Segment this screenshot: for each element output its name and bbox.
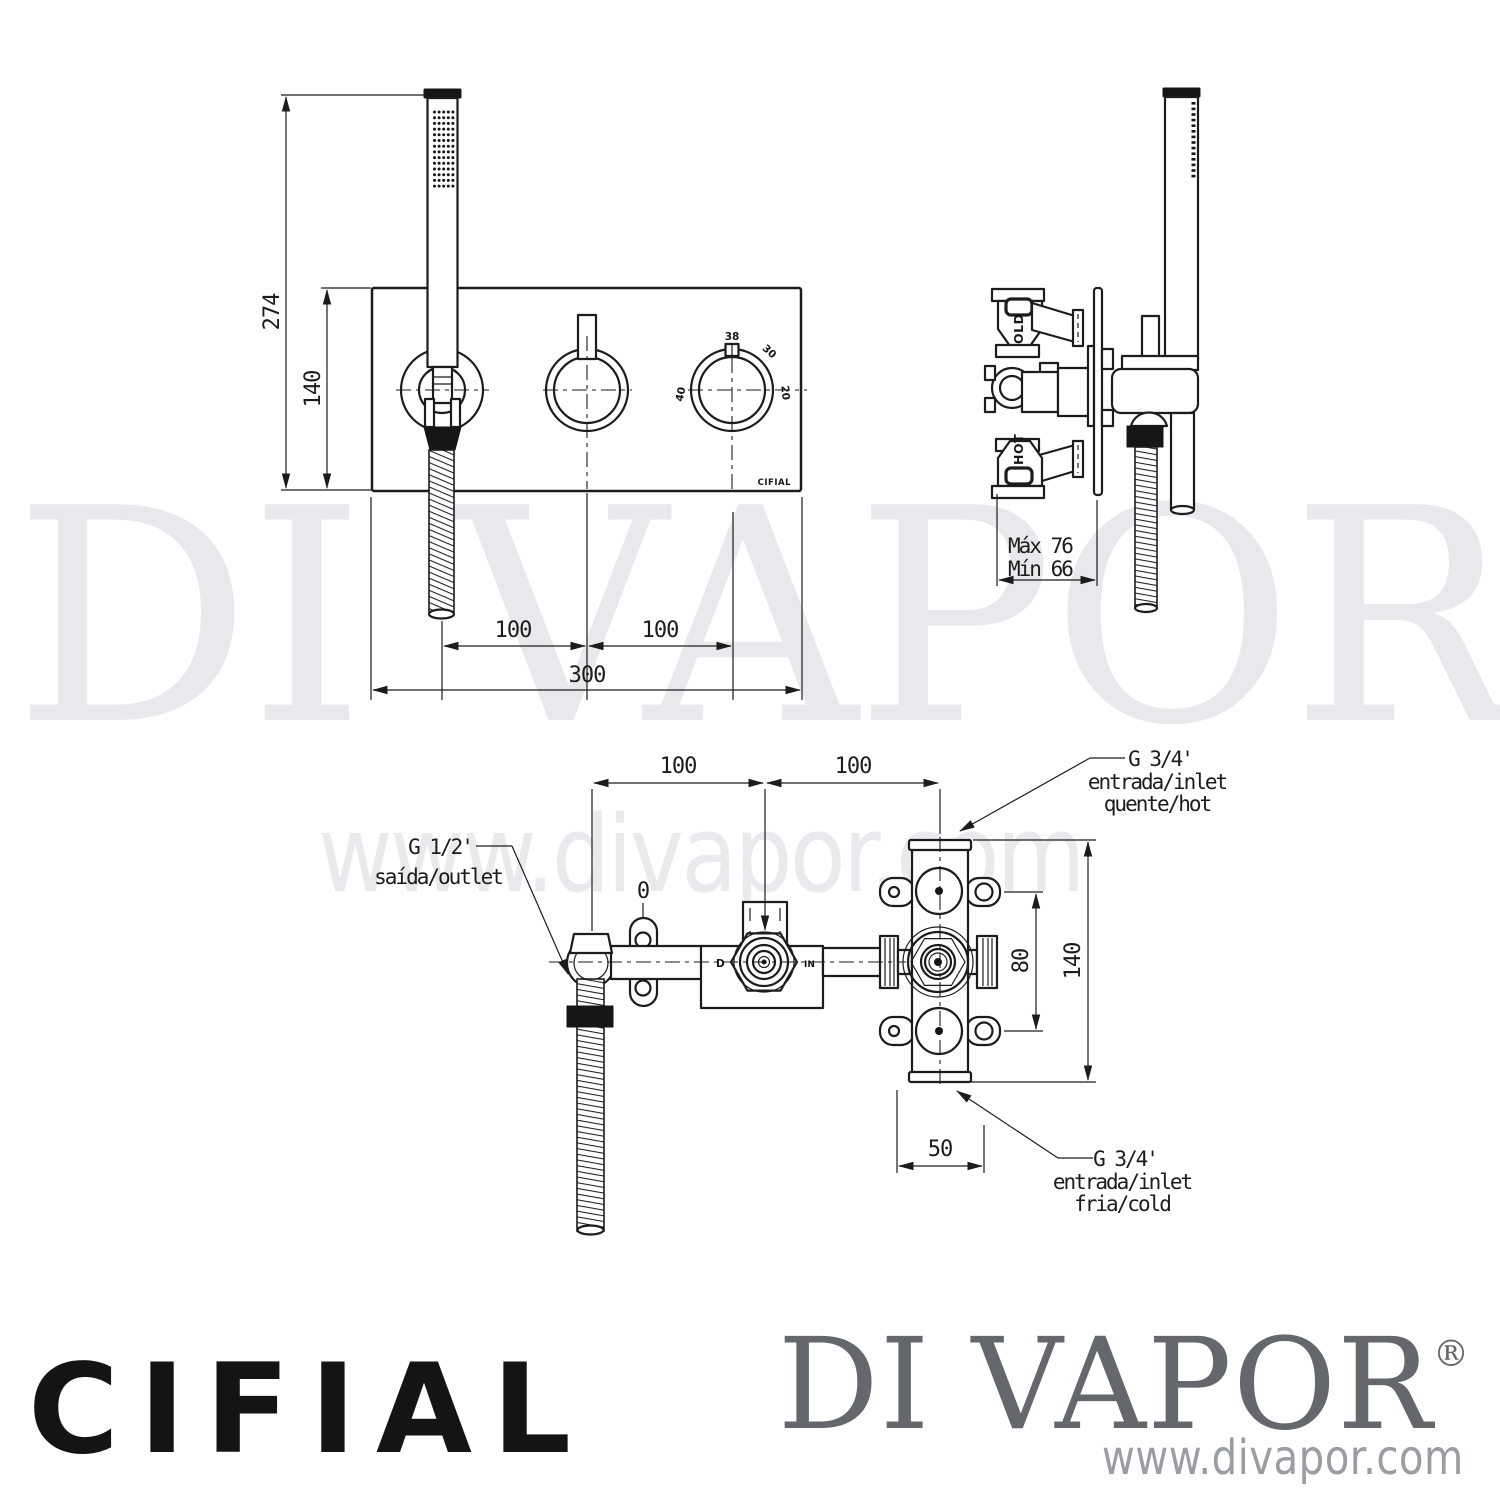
- divapor-logo-text: DI VAPOR: [777, 1311, 1433, 1458]
- hose-nut-front: [423, 426, 462, 451]
- dim-80: 80: [1009, 949, 1034, 974]
- hose-lower-side: [1134, 446, 1158, 608]
- thermostat-knob: 38 30 20 40: [674, 331, 792, 433]
- handshower-cap-side: [1162, 87, 1201, 98]
- holder-body-side: [1110, 367, 1200, 415]
- dim-274: 274: [260, 293, 285, 330]
- hot-port-label: HOT: [1011, 434, 1026, 465]
- handshower-side: [1110, 87, 1201, 614]
- hose-clamp: [566, 1005, 614, 1028]
- cold-port-label: OLD: [1011, 314, 1026, 344]
- spray-dots-side: [1191, 102, 1196, 178]
- centerlines-front: [396, 336, 807, 489]
- spray-dots-front: [433, 110, 455, 188]
- handshower-cap: [423, 88, 462, 99]
- dimensions-front: 274 140 100 100 300: [260, 94, 803, 700]
- dim-300: 300: [569, 663, 606, 688]
- temp-mark-38: 38: [725, 331, 740, 343]
- holder-stem: [1140, 314, 1161, 360]
- concealed-valve-side: OLD HOT: [983, 287, 1092, 500]
- side-view: OLD HOT: [983, 87, 1201, 614]
- hot-text-label: quente/hot: [1104, 792, 1211, 816]
- zero-marker: 0: [637, 879, 649, 904]
- hot-inlet-label: entrada/inlet: [1088, 770, 1227, 794]
- divapor-logo: DI VAPOR®: [778, 1322, 1470, 1448]
- ear-hole: [974, 882, 994, 902]
- dimensions-side: Máx 76 Mín 66: [996, 494, 1098, 586]
- handshower-body: [426, 96, 459, 369]
- dim-100-right-bottom: 100: [835, 754, 872, 779]
- handshower-front: [423, 88, 462, 451]
- front-view: CIFIAL 38 30 20 40: [260, 88, 807, 700]
- temp-mark-20: 20: [778, 385, 791, 401]
- hose-upper-side: [1169, 411, 1196, 511]
- ear-hole: [887, 885, 901, 899]
- bracket-screw-hole: [634, 979, 652, 997]
- port-label-in: IN: [804, 960, 815, 970]
- shower-hose-front: [427, 449, 456, 620]
- hose-nut-side: [1126, 425, 1164, 448]
- leader-cold-inlet: G 3/4' entrada/inlet fria/cold: [956, 1090, 1194, 1216]
- leader-hot-inlet: G 3/4' entrada/inlet quente/hot: [959, 747, 1229, 832]
- dim-max-76: Máx 76: [1008, 534, 1073, 558]
- hot-size-label: G 3/4': [1128, 747, 1192, 771]
- shower-hose-bottom: [566, 978, 614, 1236]
- outlet-size-label: G 1/2': [408, 835, 472, 859]
- dim-100-left-front: 100: [495, 618, 532, 643]
- outlet-text-label: saída/outlet: [374, 865, 502, 889]
- dim-140: 140: [301, 371, 326, 408]
- cold-inlet-label: entrada/inlet: [1053, 1170, 1192, 1194]
- ear-hole: [887, 1024, 901, 1038]
- diverter-valve-body: D IN: [699, 900, 825, 1010]
- coupling-nut-right: [975, 934, 999, 990]
- dim-50: 50: [928, 1137, 953, 1162]
- dim-min-66: Mín 66: [1008, 557, 1073, 581]
- dimensions-bottom: 100 100 80 140 50: [591, 754, 1096, 1173]
- divapor-registered-icon: ®: [1433, 1334, 1470, 1375]
- leader-outlet: G 1/2' saída/outlet: [374, 835, 569, 975]
- dim-140-bottom: 140: [1061, 943, 1086, 980]
- cold-text-label: fria/cold: [1074, 1192, 1170, 1216]
- port-label-d: D: [716, 958, 725, 970]
- plate-logo-text: CIFIAL: [758, 478, 791, 488]
- hose-dome: [1129, 411, 1169, 428]
- installation-view: D IN: [374, 747, 1229, 1236]
- outlet-block: [568, 932, 614, 955]
- dim-100-right-front: 100: [642, 618, 679, 643]
- temp-mark-40: 40: [674, 386, 689, 403]
- watermark-brand-text: DI VAPOR: [14, 445, 1500, 790]
- ear-hole: [974, 1021, 994, 1041]
- watermark-divapor: DI VAPOR®: [14, 470, 1500, 766]
- cifial-logo: CIFIAL: [28, 1338, 591, 1482]
- divapor-url: www.divapor.com: [1102, 1430, 1464, 1486]
- dim-100-left-bottom: 100: [660, 754, 697, 779]
- cold-size-label: G 3/4': [1093, 1147, 1157, 1171]
- wall-plate-side: [1092, 286, 1104, 497]
